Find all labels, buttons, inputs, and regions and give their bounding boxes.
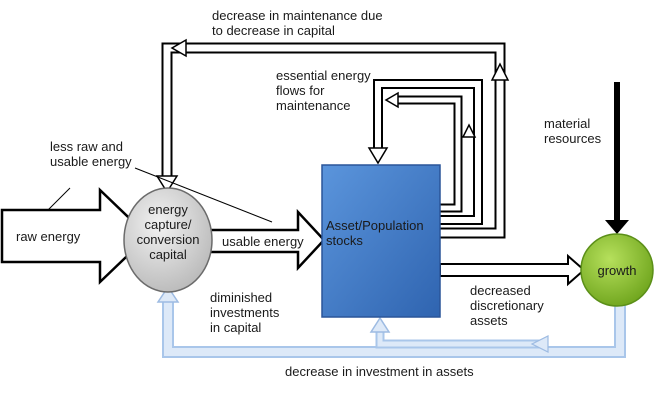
stocks-node-label: Asset/Population stocks — [326, 218, 424, 248]
top-loop-arrowhead-left — [170, 38, 187, 58]
stocks-node — [321, 164, 441, 318]
top-loop-arrowhead-up — [490, 62, 510, 81]
capture-node — [123, 187, 213, 293]
growth-node-label: growth — [597, 263, 637, 278]
capture-node-label: energy capture/ conversion capital — [136, 202, 200, 262]
middle-loop-arrowhead-down — [367, 147, 389, 165]
stocks-to-growth-arrow — [439, 253, 586, 287]
usable-energy-arrow — [206, 208, 326, 272]
bottom-feedback-outer-arrowhead — [156, 285, 180, 303]
callout-line-raw — [47, 187, 71, 211]
decreased-discretionary-label: decreased discretionary assets — [470, 283, 544, 328]
essential-flows-label: essential energy flows for maintenance — [276, 68, 371, 113]
material-resources-arrowhead — [605, 220, 629, 234]
raw-energy-label: raw energy — [16, 229, 81, 244]
bottom-loop-label: decrease in investment in assets — [285, 364, 474, 379]
inner-loop-arrowhead-up — [461, 123, 477, 138]
callout-line-usable — [134, 167, 273, 223]
growth-node — [580, 233, 654, 307]
less-raw-label: less raw and usable energy — [50, 139, 132, 169]
inner-loop-arrowhead-left — [384, 91, 399, 109]
usable-energy-label: usable energy — [222, 234, 304, 249]
bottom-feedback-mid-arrowhead — [530, 335, 549, 353]
top-loop-arrowhead-down — [155, 175, 179, 194]
top-loop-label: decrease in maintenance due to decrease … — [212, 8, 383, 38]
raw-energy-arrow — [0, 187, 150, 285]
material-resources-label: material resources — [544, 116, 602, 146]
bottom-feedback-inner-arrowhead — [369, 316, 391, 333]
diminished-investments-label: diminished investments in capital — [210, 290, 280, 335]
material-resources-shaft — [614, 82, 620, 222]
